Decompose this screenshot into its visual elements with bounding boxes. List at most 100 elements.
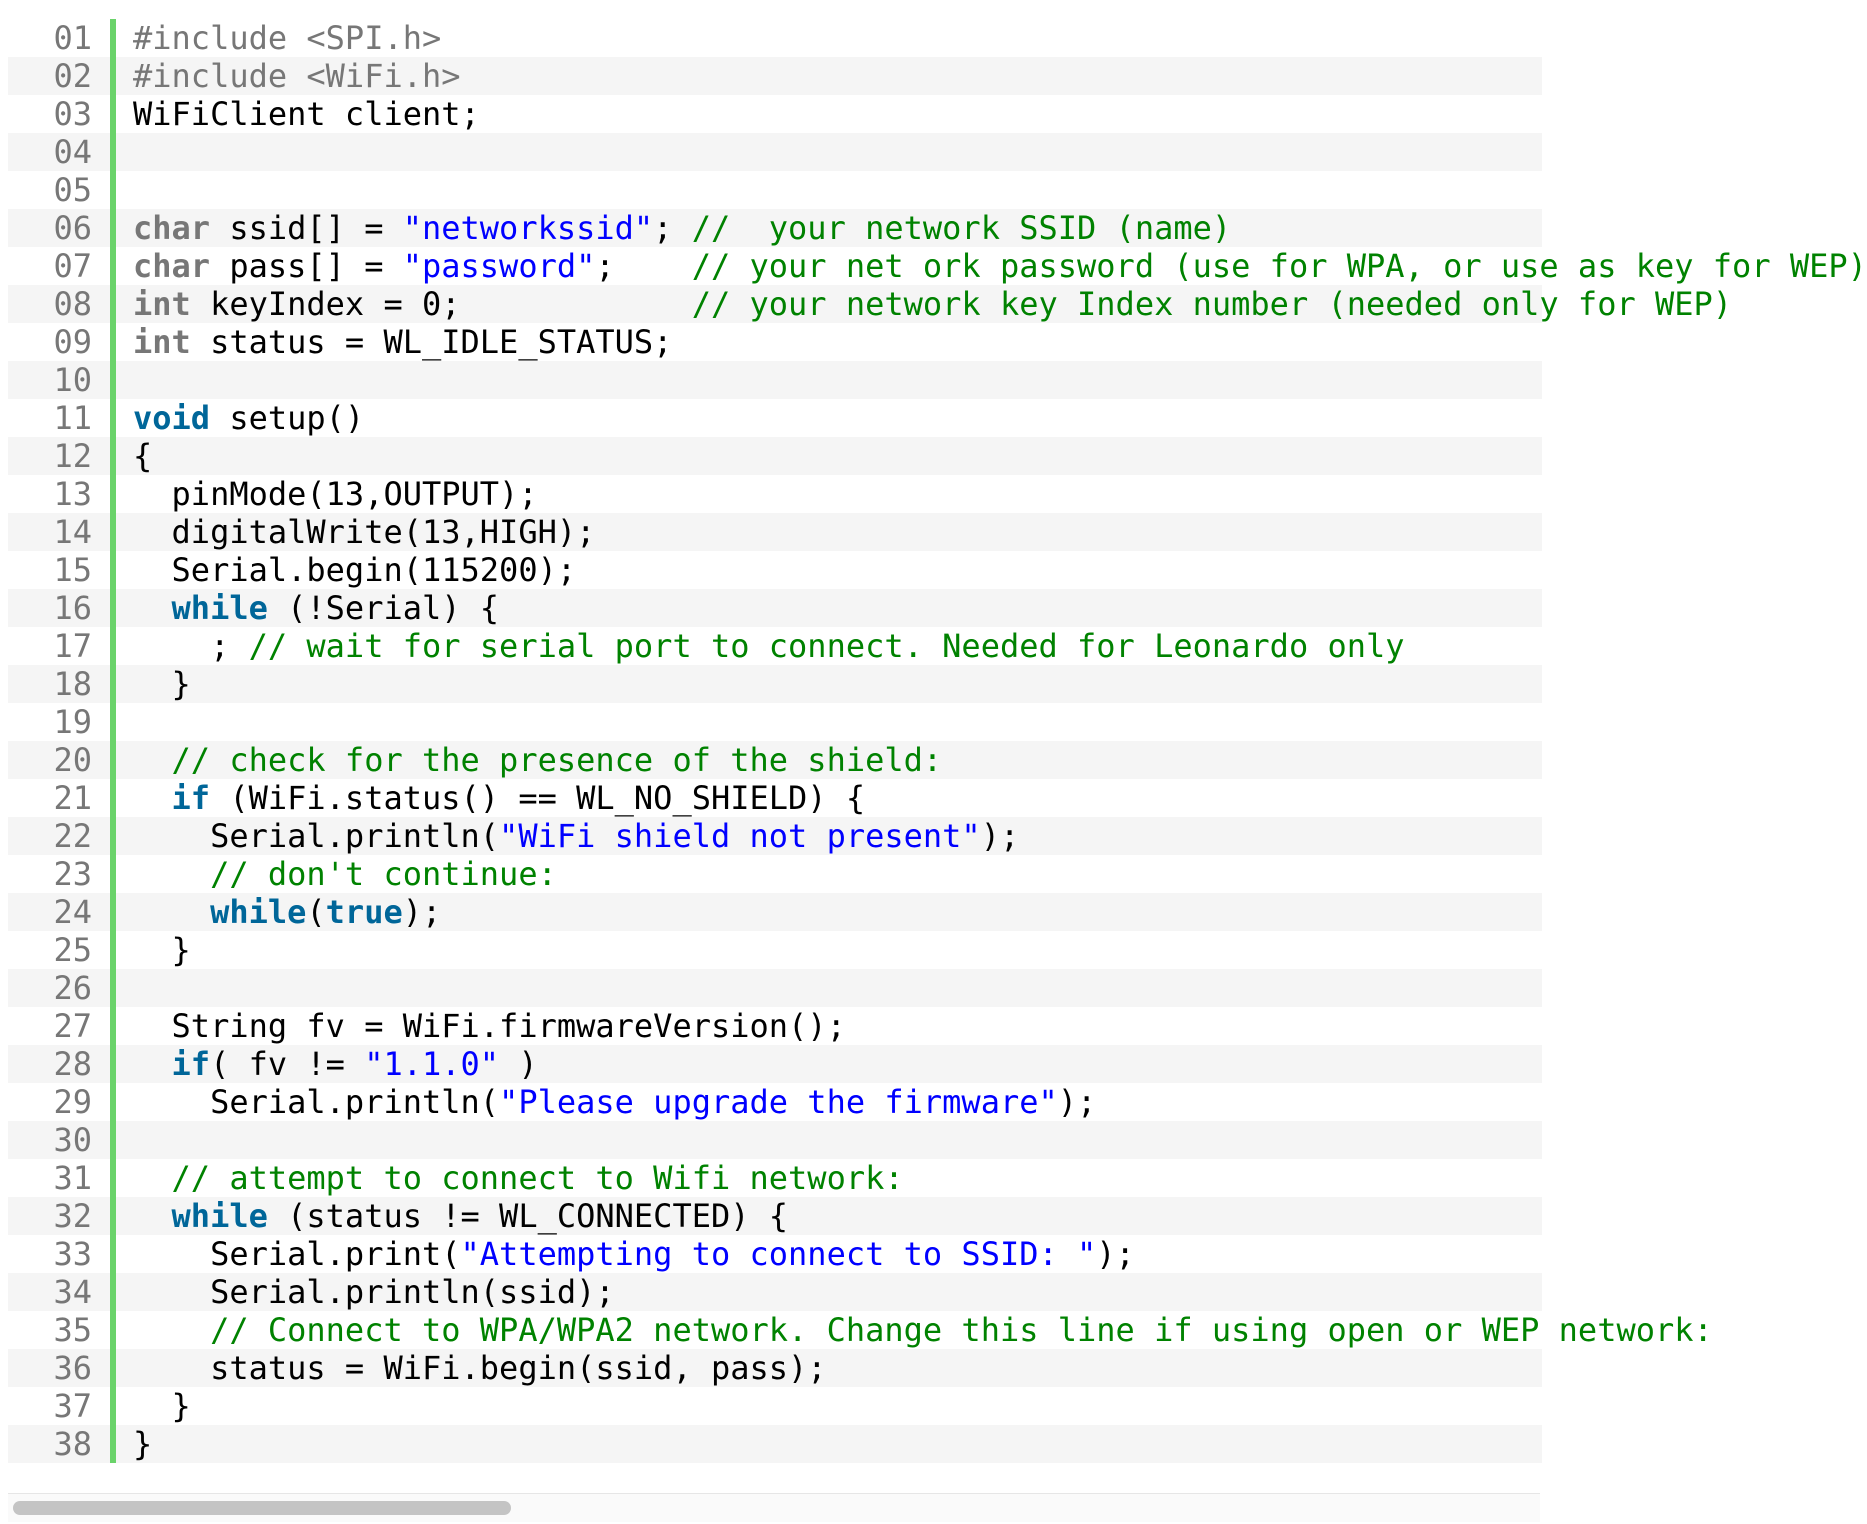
line-code: status = WiFi.begin(ssid, pass);: [133, 1349, 827, 1387]
code-text: );: [1096, 1235, 1135, 1273]
gutter-marker: [110, 323, 116, 361]
line-number: 26: [53, 969, 92, 1007]
line-number: 30: [53, 1121, 92, 1159]
gutter-marker: [110, 1159, 116, 1197]
gutter-marker: [110, 741, 116, 779]
gutter-marker: [110, 969, 116, 1007]
line-number: 03: [53, 95, 92, 133]
code-line: 01#include <SPI.h>: [8, 19, 1542, 57]
line-number: 18: [53, 665, 92, 703]
code-line: 38}: [8, 1425, 1542, 1463]
line-code: char pass[] = "password"; // your net or…: [133, 247, 1867, 285]
line-code: while(true);: [133, 893, 441, 931]
code-text: [133, 855, 210, 893]
keyword-token: if: [171, 779, 211, 817]
line-number: 10: [53, 361, 92, 399]
code-line: 27 String fv = WiFi.firmwareVersion();: [8, 1007, 1542, 1045]
code-line: 34 Serial.println(ssid);: [8, 1273, 1542, 1311]
line-code: int keyIndex = 0; // your network key In…: [133, 285, 1732, 323]
code-line: 37 }: [8, 1387, 1542, 1425]
code-line: 15 Serial.begin(115200);: [8, 551, 1542, 589]
code-text: (WiFi.status() == WL_NO_SHIELD) {: [210, 779, 866, 817]
gutter-marker: [110, 1007, 116, 1045]
line-number: 22: [53, 817, 92, 855]
gutter-marker: [110, 247, 116, 285]
string-literal: "1.1.0": [364, 1045, 500, 1083]
code-text: }: [133, 931, 191, 969]
gutter-marker: [110, 1197, 116, 1235]
gutter-marker: [110, 171, 116, 209]
gutter-marker: [110, 931, 116, 969]
gutter-marker: [110, 19, 116, 57]
line-code: Serial.println(ssid);: [133, 1273, 615, 1311]
line-code: digitalWrite(13,HIGH);: [133, 513, 596, 551]
code-text: ;: [653, 209, 692, 247]
string-literal: "password": [402, 247, 596, 285]
code-text: [133, 893, 210, 931]
type-token: int: [133, 285, 191, 323]
code-text: }: [133, 665, 191, 703]
gutter-marker: [110, 1349, 116, 1387]
keyword-token: while: [210, 893, 307, 931]
code-text: [133, 1045, 172, 1083]
keyword-token: true: [325, 893, 403, 931]
line-number: 36: [53, 1349, 92, 1387]
line-number: 35: [53, 1311, 92, 1349]
code-comment: // your network key Index number (needed…: [691, 285, 1733, 323]
string-literal: "networkssid": [402, 209, 654, 247]
code-line: 02#include <WiFi.h>: [8, 57, 1542, 95]
gutter-marker: [110, 551, 116, 589]
keyword-token: while: [171, 589, 268, 627]
line-number: 27: [53, 1007, 92, 1045]
line-code: WiFiClient client;: [133, 95, 480, 133]
code-text: (status != WL_CONNECTED) {: [267, 1197, 789, 1235]
line-number: 11: [53, 399, 92, 437]
code-text: pass[] =: [210, 247, 403, 285]
code-text: WiFiClient client;: [133, 95, 480, 133]
code-line: 33 Serial.print("Attempting to connect t…: [8, 1235, 1542, 1273]
code-line: 31 // attempt to connect to Wifi network…: [8, 1159, 1542, 1197]
keyword-token: void: [133, 399, 211, 437]
code-text: }: [133, 1387, 191, 1425]
code-line: 26: [8, 969, 1542, 1007]
code-line: 24 while(true);: [8, 893, 1542, 931]
code-text: }: [133, 1425, 153, 1463]
gutter-marker: [110, 893, 116, 931]
gutter-marker: [110, 285, 116, 323]
gutter-marker: [110, 513, 116, 551]
code-comment: // attempt to connect to Wifi network:: [171, 1159, 904, 1197]
code-text: [133, 1159, 172, 1197]
code-line: 05: [8, 171, 1542, 209]
code-text: ;: [133, 627, 249, 665]
gutter-marker: [110, 57, 116, 95]
line-code: if (WiFi.status() == WL_NO_SHIELD) {: [133, 779, 866, 817]
string-literal: "WiFi shield not present": [499, 817, 981, 855]
type-token: char: [133, 247, 211, 285]
line-code: void setup(): [133, 399, 364, 437]
line-code: int status = WL_IDLE_STATUS;: [133, 323, 672, 361]
line-code: Serial.println("Please upgrade the firmw…: [133, 1083, 1096, 1121]
code-comment: // Connect to WPA/WPA2 network. Change t…: [210, 1311, 1713, 1349]
line-code: pinMode(13,OUTPUT);: [133, 475, 538, 513]
scrollbar-thumb[interactable]: [13, 1501, 511, 1515]
code-line: 03 WiFiClient client;: [8, 95, 1542, 133]
string-literal: "Attempting to connect to SSID: ": [460, 1235, 1097, 1273]
gutter-marker: [110, 95, 116, 133]
gutter-marker: [110, 817, 116, 855]
preprocessor-directive: #include <SPI.h>: [133, 19, 442, 57]
gutter-marker: [110, 437, 116, 475]
line-number: 32: [53, 1197, 92, 1235]
code-text: ( fv !=: [210, 1045, 365, 1083]
line-number: 29: [53, 1083, 92, 1121]
code-line: 12{: [8, 437, 1542, 475]
horizontal-scrollbar[interactable]: [8, 1493, 1540, 1522]
line-number: 12: [53, 437, 92, 475]
code-text: pinMode(13,OUTPUT);: [133, 475, 538, 513]
line-code: // attempt to connect to Wifi network:: [133, 1159, 904, 1197]
line-code: }: [133, 1425, 152, 1463]
gutter-marker: [110, 1425, 116, 1463]
line-code: // check for the presence of the shield:: [133, 741, 943, 779]
code-text: ): [499, 1045, 538, 1083]
